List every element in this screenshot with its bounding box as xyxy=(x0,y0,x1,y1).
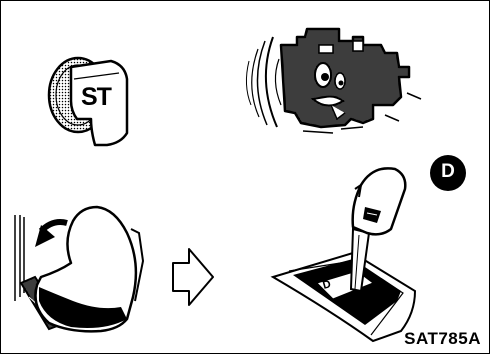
brake-pedal-foot-icon xyxy=(15,207,143,331)
figure-code: SAT785A xyxy=(404,330,481,347)
shift-lever-icon xyxy=(273,168,415,341)
key-st-label: ST xyxy=(81,85,111,110)
arrow-right-icon xyxy=(173,249,213,305)
gear-badge-label: D xyxy=(435,162,461,181)
engine-cranking-icon xyxy=(246,29,421,133)
